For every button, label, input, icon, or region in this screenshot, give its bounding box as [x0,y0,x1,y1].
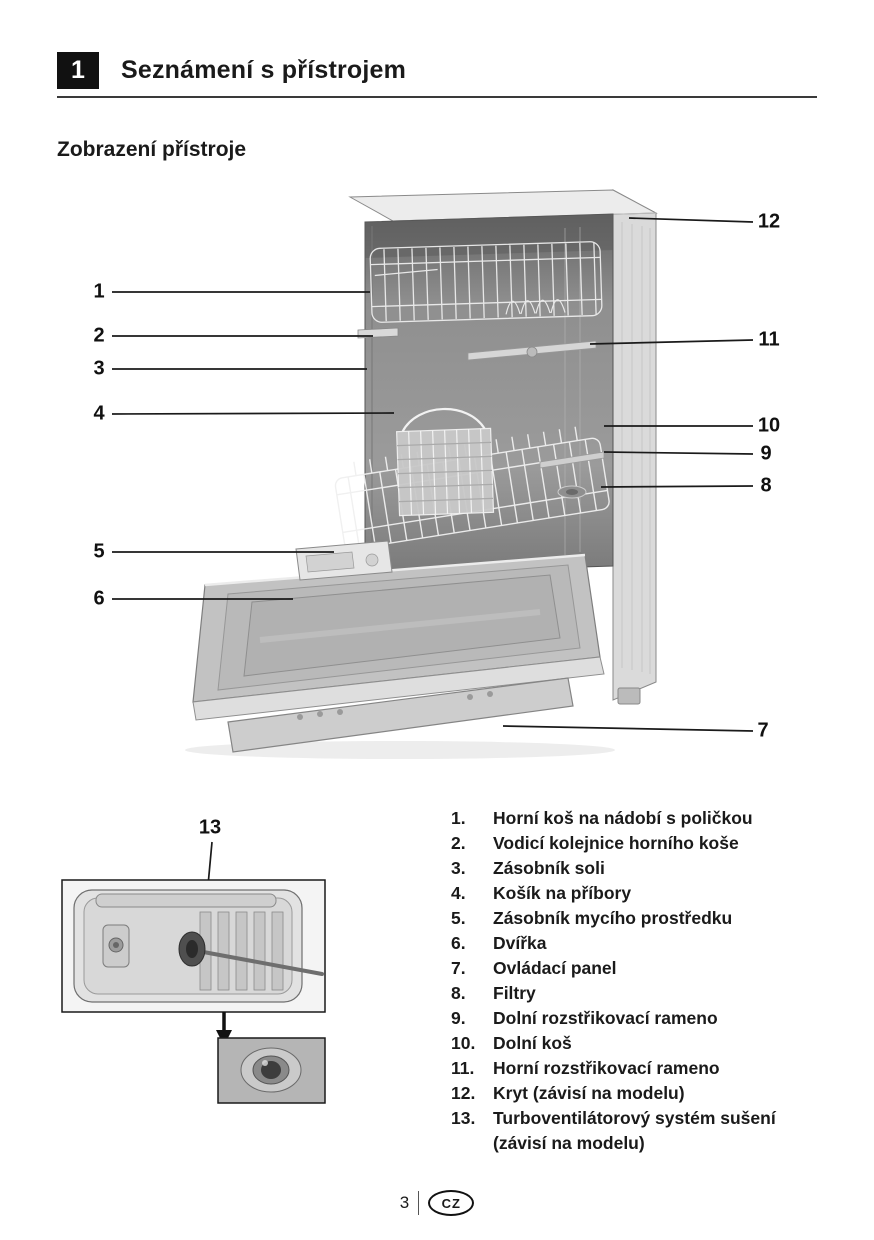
part-number: 10. [451,1033,476,1053]
parts-list-item: 5. Zásobník mycího prostředku [451,906,817,931]
parts-list-item: 3. Zásobník soli [451,856,817,881]
parts-list-item: 11. Horní rozstřikovací rameno [451,1056,817,1081]
callout-3: 3 [93,357,105,380]
part-label: Zásobník mycího prostředku [493,908,733,928]
part-label: Košík na příbory [493,883,632,903]
part-label: Turboventilátorový systém sušení (závisí… [493,1108,776,1153]
callout-leader-lines [111,217,754,941]
dishwasher-illustration [185,189,658,759]
parts-list-item: 13. Turboventilátorový systém sušení (zá… [451,1106,817,1156]
part-label: Ovládací panel [493,958,617,978]
callout-2: 2 [93,324,105,347]
footer-divider [418,1191,420,1215]
header-divider [57,96,817,98]
part-label: Horní koš na nádobí s poličkou [493,808,753,828]
section-number-box: 1 [57,52,99,89]
parts-list-item: 8. Filtry [451,981,817,1006]
part-label: Filtry [493,983,536,1003]
callout-11: 11 [758,328,780,351]
callout-6: 6 [93,587,105,610]
page-footer: 3 CZ [0,1190,874,1216]
parts-list-item: 9. Dolní rozstřikovací rameno [451,1006,817,1031]
part-number: 8. [451,983,466,1003]
parts-list-item: 12. Kryt (závisí na modelu) [451,1081,817,1106]
callout-10: 10 [757,414,781,437]
callout-5: 5 [93,540,105,563]
part-label: Dolní rozstřikovací rameno [493,1008,718,1028]
part-number: 13. [451,1108,476,1128]
callout-4: 4 [93,402,105,425]
callout-13: 13 [198,816,222,839]
subsection-title: Zobrazení přístroje [57,138,247,161]
part-number: 11. [451,1058,475,1078]
part-label: Kryt (závisí na modelu) [493,1083,685,1103]
part-label: Vodicí kolejnice horního koše [493,833,739,853]
part-number: 1. [451,808,466,828]
parts-list-item: 10. Dolní koš [451,1031,817,1056]
parts-list-item: 6. Dvířka [451,931,817,956]
part-number: 2. [451,833,466,853]
part-number: 4. [451,883,466,903]
drying-fan-detail [217,1037,326,1104]
region-badge: CZ [428,1190,475,1216]
parts-list-item: 7. Ovládací panel [451,956,817,981]
drying-system-illustration [61,879,326,1013]
callout-8: 8 [760,474,772,497]
part-number: 7. [451,958,466,978]
part-label: Horní rozstřikovací rameno [493,1058,720,1078]
parts-list-item: 2. Vodicí kolejnice horního koše [451,831,817,856]
parts-list-item: 4. Košík na příbory [451,881,817,906]
part-number: 3. [451,858,466,878]
part-label: Zásobník soli [493,858,605,878]
parts-list: 1. Horní koš na nádobí s poličkou 2. Vod… [451,806,817,1156]
callout-9: 9 [760,442,772,465]
part-number: 9. [451,1008,466,1028]
callout-7: 7 [757,719,769,742]
part-number: 5. [451,908,466,928]
page-number: 3 [399,1193,410,1212]
callout-12: 12 [757,210,781,233]
section-header: 1 Seznámení s přístrojem [57,52,406,89]
section-title: Seznámení s přístrojem [121,56,407,84]
part-number: 12. [451,1083,476,1103]
part-label: Dvířka [493,933,547,953]
part-number: 6. [451,933,466,953]
parts-list-item: 1. Horní koš na nádobí s poličkou [451,806,817,831]
callout-1: 1 [93,280,105,303]
part-label: Dolní koš [493,1033,572,1053]
